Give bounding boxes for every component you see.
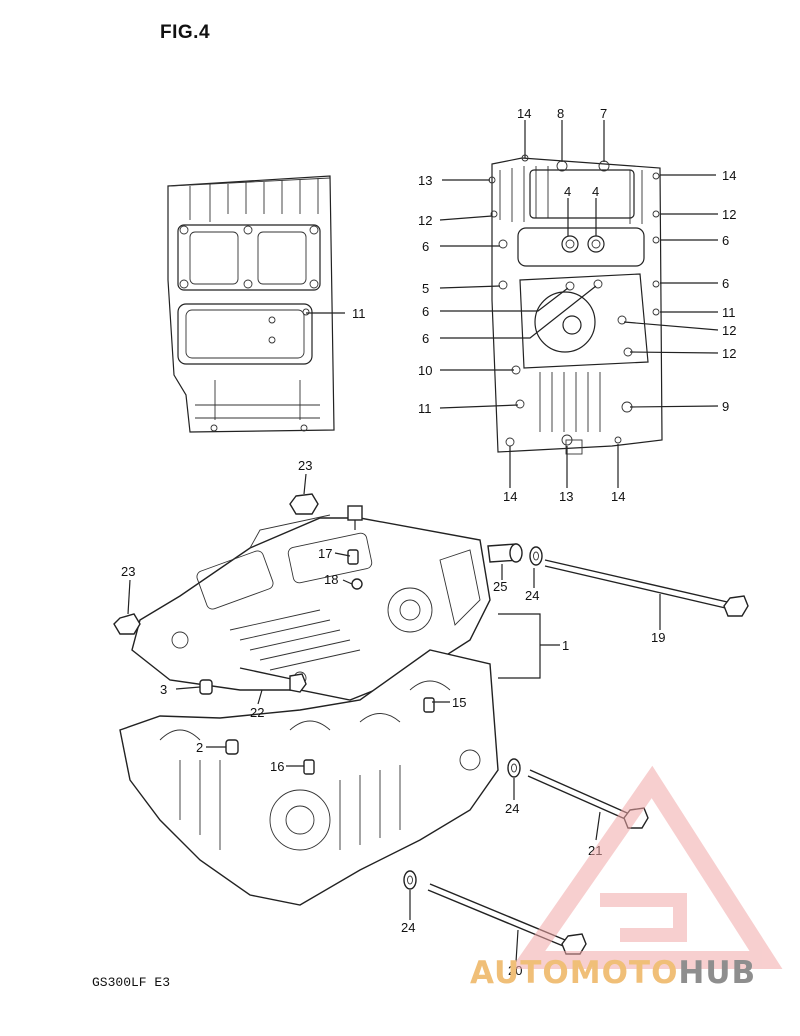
- callout-12-left: 12: [418, 213, 432, 228]
- callout-7: 7: [600, 106, 607, 121]
- watermark-hub: HUB: [678, 955, 757, 991]
- callout-25: 25: [493, 579, 507, 594]
- watermark-logo-icon: [510, 765, 783, 969]
- watermark-auto: AUTO: [470, 955, 570, 991]
- crankcase-bottom-view-right: [488, 154, 663, 455]
- callout-6-right-2: 6: [722, 276, 729, 291]
- callout-5: 5: [422, 281, 429, 296]
- model-code: GS300LF E3: [92, 975, 171, 990]
- callout-15: 15: [452, 695, 466, 710]
- callout-6-right-1: 6: [722, 233, 729, 248]
- watermark-text: AUTOMOTOHUB: [470, 955, 756, 991]
- callout-14-top: 14: [517, 106, 531, 121]
- callout-24-bottom: 24: [401, 920, 415, 935]
- callout-9: 9: [722, 399, 729, 414]
- watermark-moto: MOTO: [569, 955, 679, 991]
- leader-lines-right-view: [439, 120, 719, 488]
- callout-24-middle: 24: [505, 801, 519, 816]
- callout-6-left-2: 6: [422, 304, 429, 319]
- callout-11-left: 11: [352, 306, 366, 321]
- callout-6-left-1: 6: [422, 239, 429, 254]
- callout-1: 1: [562, 638, 569, 653]
- callout-23-top: 23: [298, 458, 312, 473]
- callout-14-bottom-2: 14: [611, 489, 625, 504]
- callout-22: 22: [250, 705, 264, 720]
- callout-16: 16: [270, 759, 284, 774]
- small-parts: [113, 493, 749, 955]
- callout-12-right-3: 12: [722, 346, 736, 361]
- callout-4b: 4: [592, 184, 599, 199]
- callout-4a: 4: [564, 184, 571, 199]
- callout-2: 2: [196, 740, 203, 755]
- callout-23-left: 23: [121, 564, 135, 579]
- callout-11-left-2: 11: [418, 401, 432, 416]
- callout-19: 19: [651, 630, 665, 645]
- callout-17: 17: [318, 546, 332, 561]
- callout-12-right: 12: [722, 207, 736, 222]
- callout-13-bottom: 13: [559, 489, 573, 504]
- figure-title: FIG.4: [160, 22, 211, 43]
- callout-14-right: 14: [722, 168, 736, 183]
- lower-crankcase: [119, 649, 499, 906]
- callout-11-right: 11: [722, 305, 736, 320]
- callout-13-top: 13: [418, 173, 432, 188]
- callout-18: 18: [324, 572, 338, 587]
- callout-14-bottom-1: 14: [503, 489, 517, 504]
- upper-crankcase: [131, 505, 491, 701]
- crankcase-bottom-view-left: [167, 175, 345, 433]
- callout-24-top: 24: [525, 588, 539, 603]
- callout-12-right-2: 12: [722, 323, 736, 338]
- callout-8: 8: [557, 106, 564, 121]
- callout-10: 10: [418, 363, 432, 378]
- callout-3: 3: [160, 682, 167, 697]
- leader-lines-main: [127, 473, 661, 963]
- callout-6-left-3: 6: [422, 331, 429, 346]
